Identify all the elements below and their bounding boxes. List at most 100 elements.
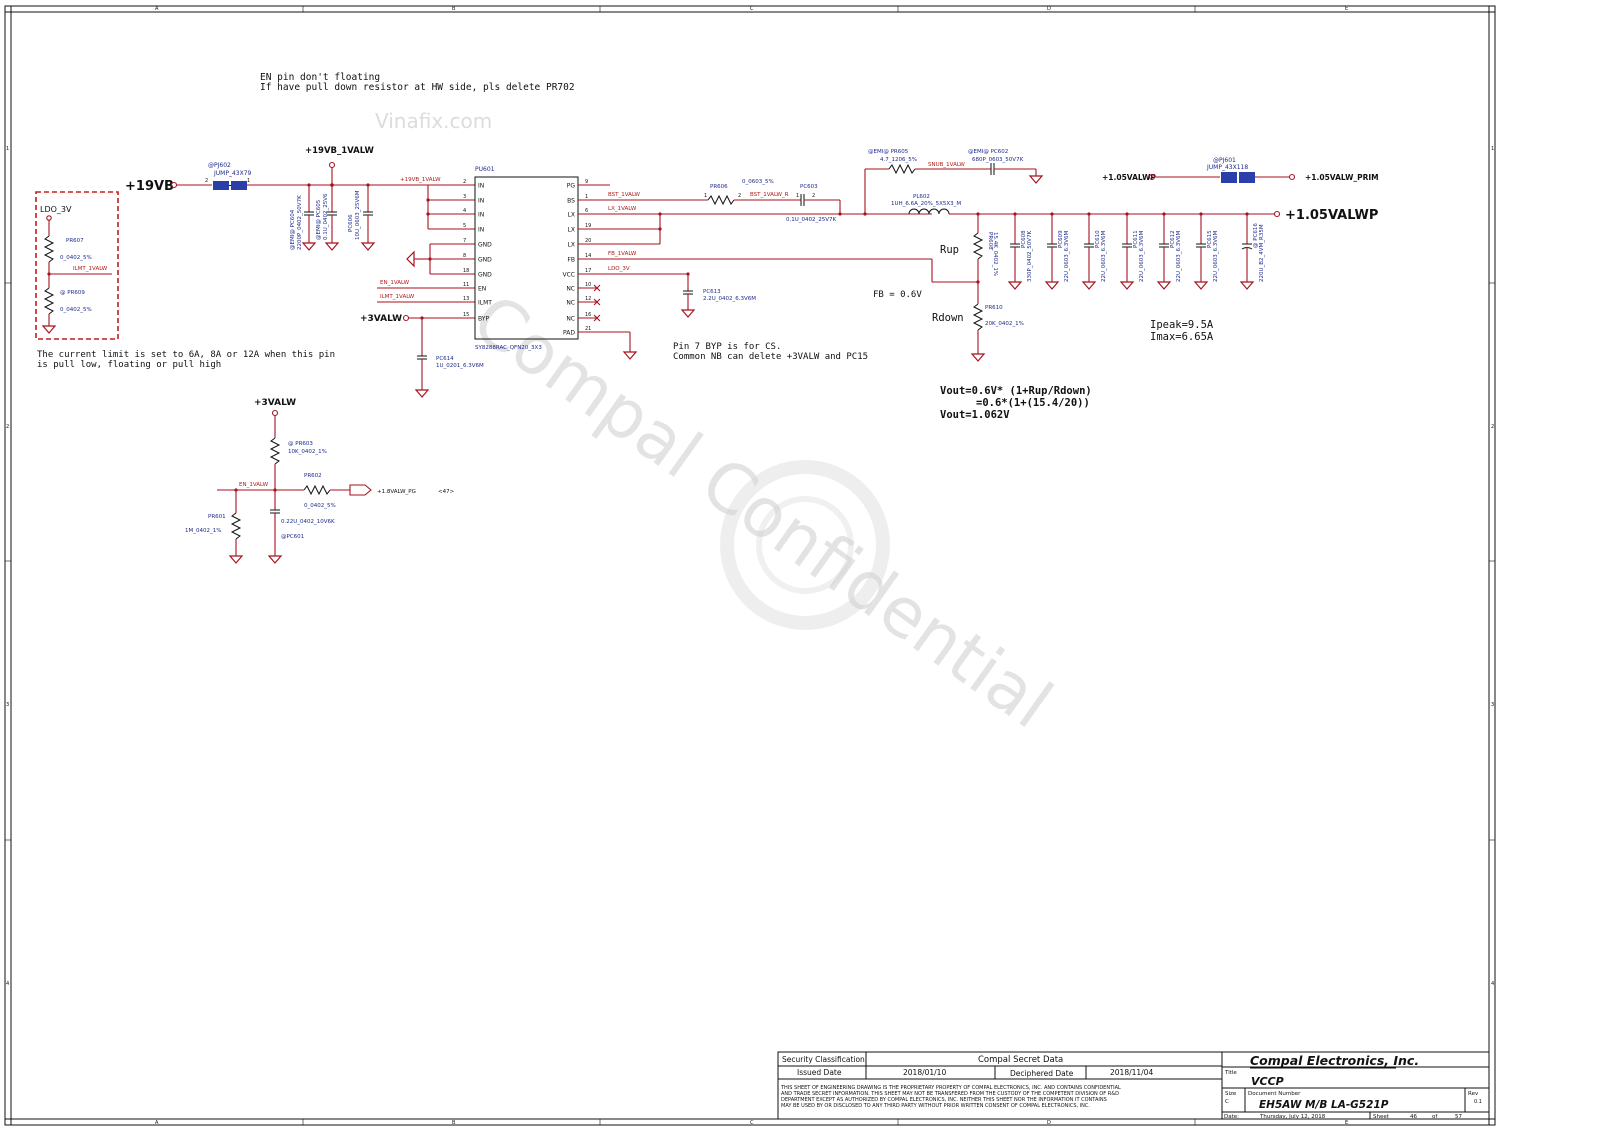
ground-icon (41, 325, 57, 334)
disclaimer-line: DEPARTMENT EXCEPT AS AUTHORIZED BY COMPA… (781, 1097, 1107, 1103)
size-label: Size (1225, 1091, 1237, 1097)
pr607-value: 0_0402_5% (60, 255, 92, 261)
col-label-top: A (155, 6, 159, 12)
svg-text:2: 2 (812, 193, 815, 199)
docnum-label: Document Number (1248, 1091, 1301, 1097)
issued-label: Issued Date (797, 1068, 842, 1077)
pr602-value: 0_0402_5% (304, 503, 336, 509)
net-snub: SNUB_1VALW (928, 162, 965, 168)
note-imax: Imax=6.65A (1150, 331, 1214, 343)
net-lx: LX_1VALW (608, 206, 637, 212)
note-en-pin-2: If have pull down resistor at HW side, p… (260, 82, 575, 93)
rail-ldo-3v: LDO_3V (40, 205, 72, 214)
ic-pin-number: 8 (463, 253, 466, 259)
row-label-left: 4 (6, 981, 9, 987)
ic-ref: PU601 (475, 166, 495, 173)
pc608-value: 330P_0402_50V7K (1027, 230, 1033, 282)
disclaimer-line: MAY BE USED BY OR DISCLOSED TO ANY THIRD… (781, 1103, 1090, 1109)
offpage-connector-icon (349, 484, 372, 496)
title-value: VCCP (1251, 1075, 1284, 1088)
pr610-label: PR610 (985, 305, 1003, 311)
net-bst-r: BST_1VALW_R (750, 192, 789, 198)
pj601-ref: @PJ601 (1213, 157, 1236, 164)
capacitor-pc604 (304, 183, 314, 243)
note-pin7-2: Common NB can delete +3VALW and PC15 (673, 352, 868, 362)
col-label-bottom: A (155, 1120, 159, 1126)
row-label-right: 2 (1491, 424, 1494, 430)
col-label-bottom: B (452, 1120, 456, 1126)
ic-pin-number: 1 (585, 194, 588, 200)
docnum-value: EH5AW M/B LA-G521P (1259, 1099, 1389, 1111)
pr606-value: 0_0603_5% (742, 179, 774, 185)
pc604-label: @EMI@ PC604 (290, 209, 296, 250)
resistor-pr608 (972, 214, 984, 260)
ic-pin-name: IN (478, 183, 484, 190)
ic-pin-number: 11 (463, 282, 469, 288)
ic-pin-number: 9 (585, 179, 588, 185)
note-en-pin-1: EN pin don't floating (260, 72, 380, 83)
resistor-pr609 (43, 287, 55, 315)
ic-pin-number: 19 (585, 223, 591, 229)
pc610-value: 22U_0603_6.3V6M (1101, 230, 1107, 282)
pc606-value: 10U_0603_25V6M (355, 190, 361, 240)
pr603-value: 10K_0402_1% (288, 449, 327, 455)
ic-pin-name: FB (567, 257, 575, 264)
net-ldo: LDO_3V (608, 266, 630, 272)
ic-pin-name: EN (478, 286, 486, 293)
port-3valw (402, 314, 410, 322)
ic-part: SY8288RAC_QFN20_3X3 (475, 345, 542, 351)
net-en: EN_1VALW (380, 280, 410, 286)
ic-pin-name: NC (566, 316, 575, 323)
net-ilmt: ILMT_1VALW (380, 294, 415, 300)
ic-pin-number: 15 (463, 312, 469, 318)
pr609-value: 0_0402_5% (60, 307, 92, 313)
pj602-val: JUMP_43X79 (213, 170, 252, 177)
pc606-label: PC606 (348, 214, 354, 232)
pc614-label: PC614 (436, 356, 454, 362)
row-label-left: 1 (6, 146, 9, 152)
col-label-bottom: C (750, 1120, 754, 1126)
ic-pin-name: GND (478, 257, 492, 264)
size-value: C (1225, 1099, 1229, 1105)
ic-pin-name: LX (568, 212, 575, 219)
pr603-label: @ PR603 (288, 441, 313, 447)
rev-label: Rev (1468, 1091, 1479, 1097)
ic-pin-name: GND (478, 242, 492, 249)
disclaimer-line: THIS SHEET OF ENGINEERING DRAWING IS THE… (780, 1085, 1121, 1091)
pc613-label: PC613 (703, 289, 721, 295)
pc610-label: PC610 (1095, 230, 1101, 248)
col-label-top: B (452, 6, 456, 12)
ic-pin-name: BS (567, 198, 575, 205)
ic-pin-number: 2 (463, 179, 466, 185)
ic-pin-number: 17 (585, 268, 591, 274)
ic-pin-number: 21 (585, 326, 591, 332)
company-name: Compal Electronics, Inc. (1250, 1053, 1419, 1068)
pc612-value: 22U_0603_6.3V6M (1176, 230, 1182, 282)
pc612-label: PC612 (1170, 230, 1176, 248)
pc615-label: PC615 (1207, 230, 1213, 248)
ic-pin-name: ILMT (478, 300, 492, 307)
net-bst: BST_1VALW (608, 192, 641, 198)
ic-pin-number: 7 (463, 238, 466, 244)
col-label-top: D (1047, 6, 1051, 12)
pr601-label: PR601 (208, 514, 226, 520)
date-value: Thursday, July 12, 2018 (1259, 1114, 1326, 1120)
jumper-pj602 (213, 181, 229, 190)
title-block: Security Classification Compal Secret Da… (777, 1051, 1490, 1120)
pl602-value: 1UH_6.6A_20%_5X5X3_M (891, 201, 961, 207)
ic-pin-number: 5 (463, 223, 466, 229)
pj602-ref: @PJ602 (208, 162, 231, 169)
ic-pin-name: GND (478, 272, 492, 279)
rail-19vb-1valw: +19VB_1VALW (305, 146, 375, 156)
svg-text:1: 1 (247, 178, 250, 184)
ic-pin-number: 13 (463, 296, 469, 302)
row-label-left: 3 (6, 702, 9, 708)
pc601-label: @PC601 (281, 534, 304, 540)
pr610-value: 20K_0402_1% (985, 321, 1024, 327)
ic-pin-number: 14 (585, 253, 591, 259)
